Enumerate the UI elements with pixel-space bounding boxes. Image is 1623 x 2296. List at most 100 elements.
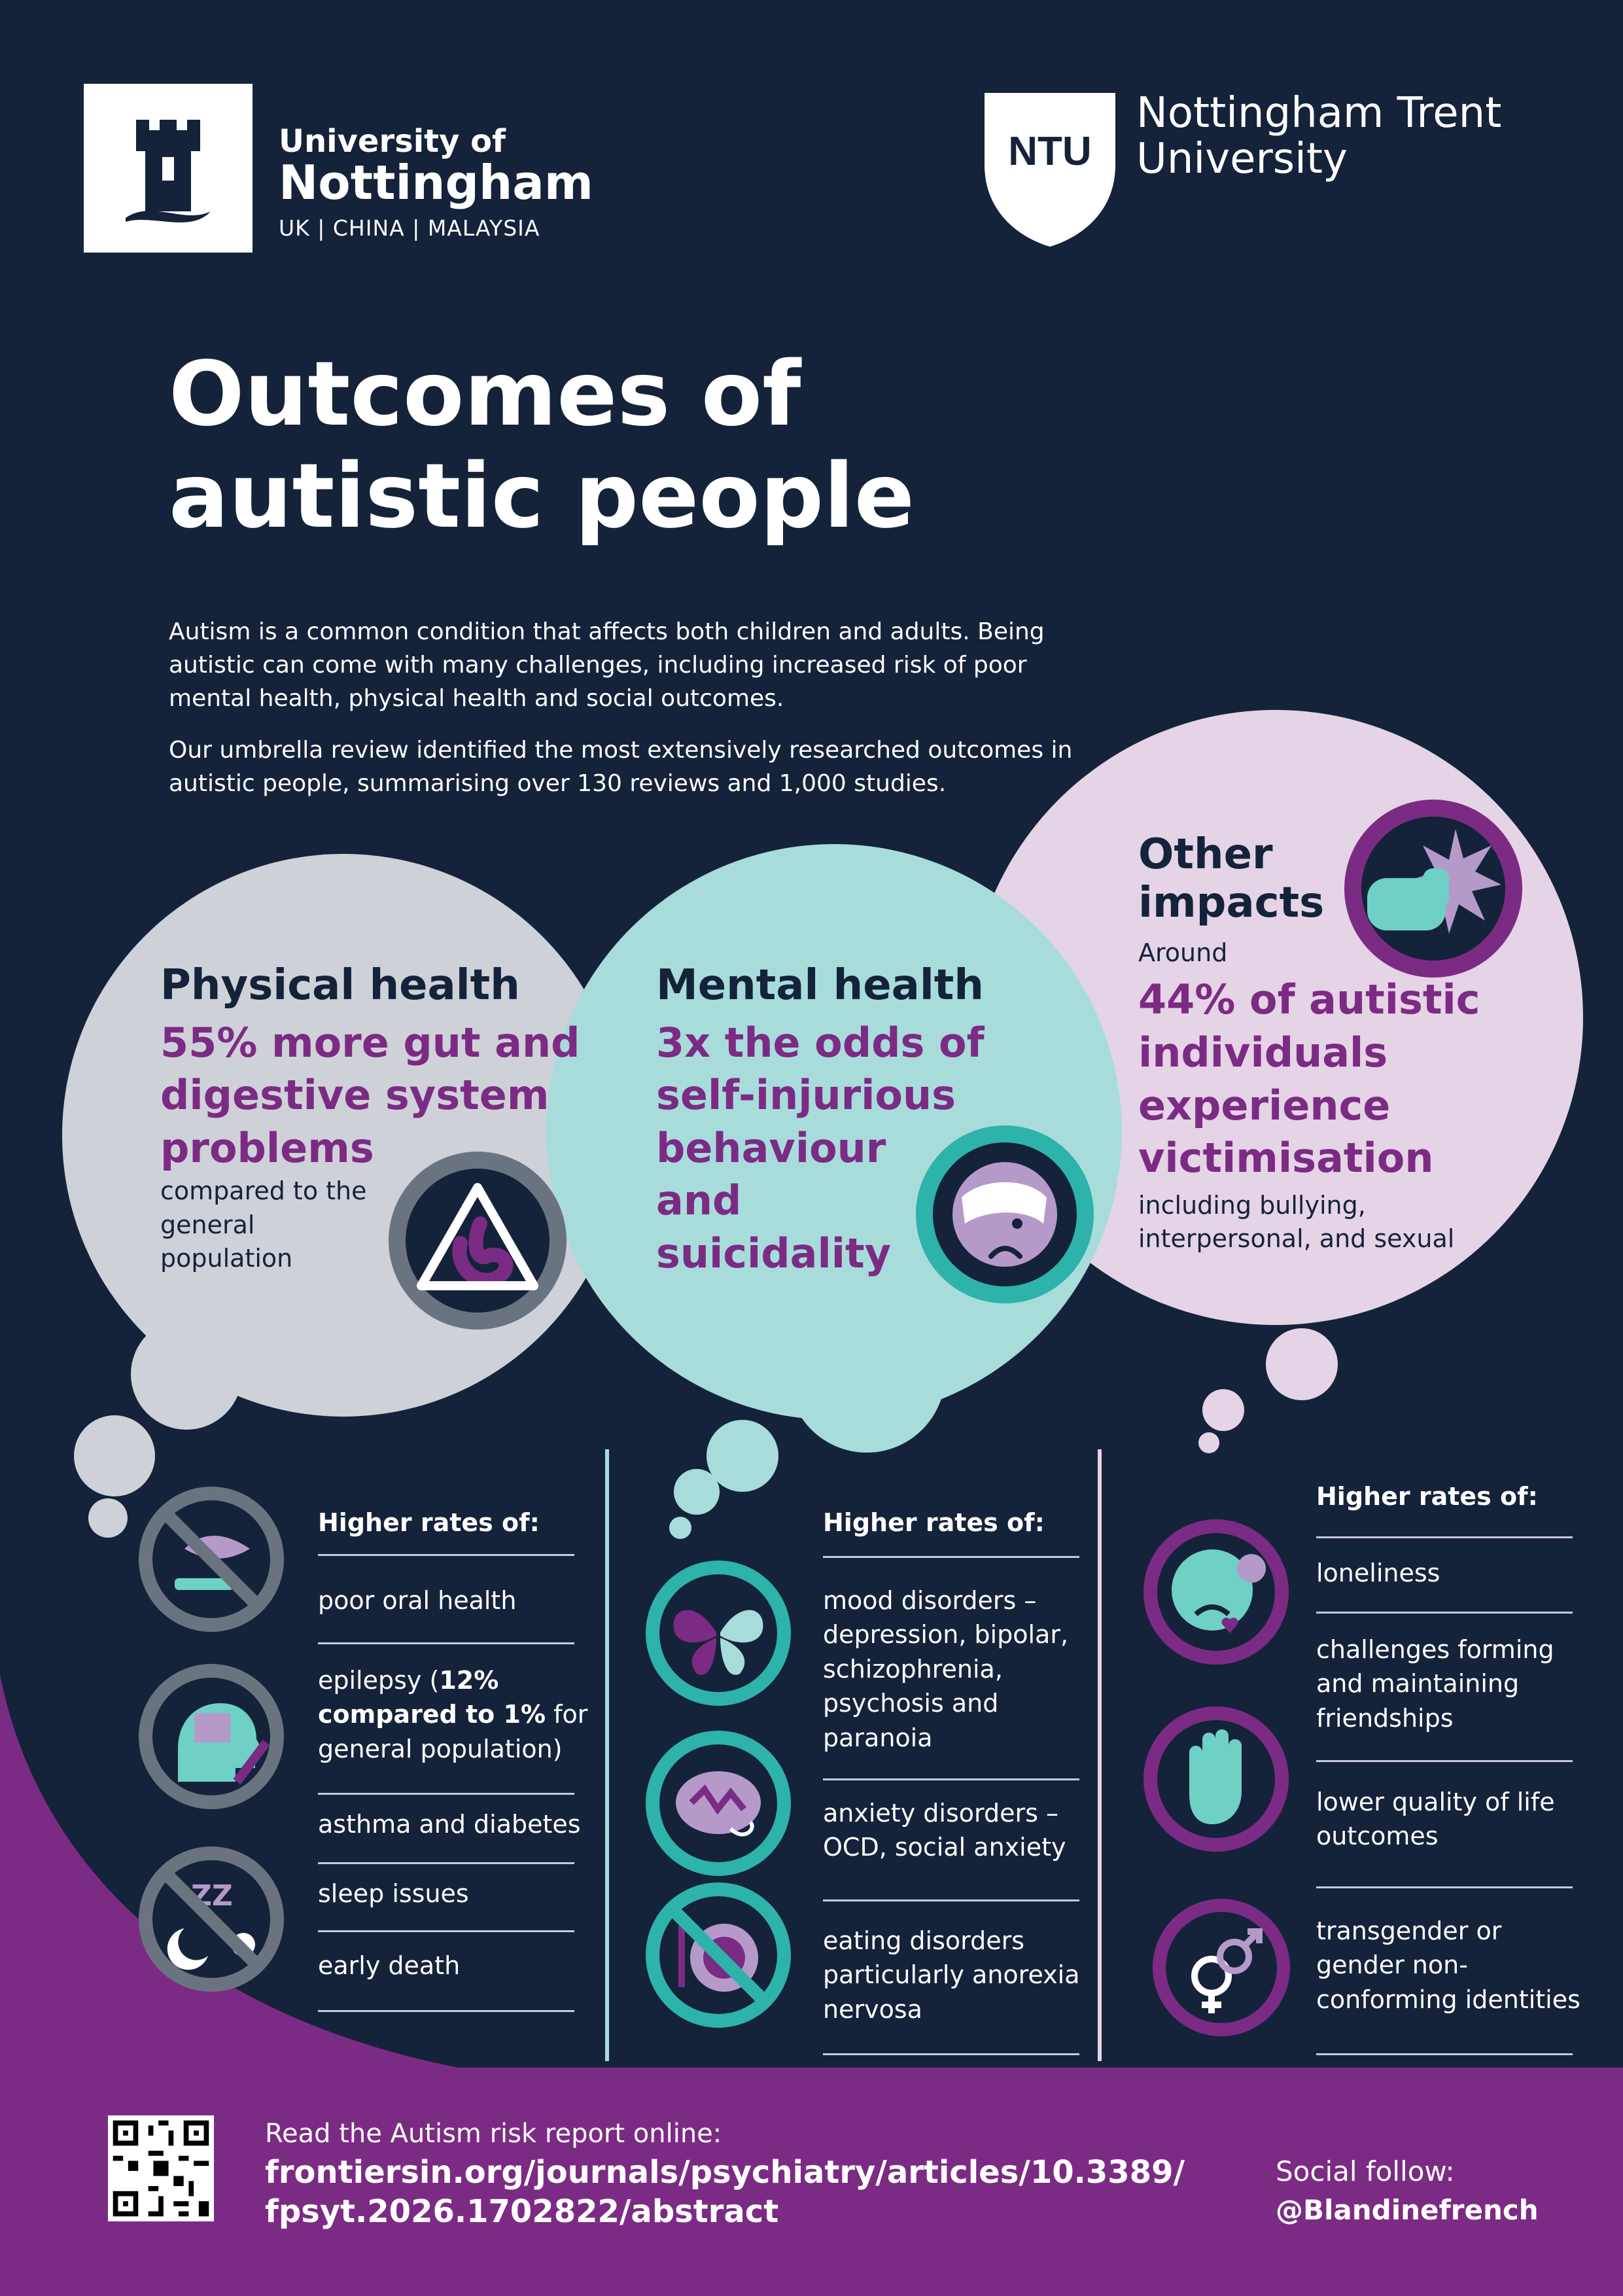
brain-icon [646, 1731, 791, 1876]
item-line: outcomes [1316, 1822, 1439, 1851]
item-line: and maintaining [1316, 1669, 1520, 1699]
sub-line: population [160, 1243, 293, 1273]
item-line: transgender or [1316, 1916, 1502, 1945]
uon-line2: Nottingham [279, 154, 593, 210]
report-url-line2[interactable]: fpsyt.2026.1702822/abstract [265, 2193, 779, 2230]
stat-line: experience [1138, 1081, 1391, 1129]
report-url-line1[interactable]: frontiersin.org/journals/psychiatry/arti… [265, 2154, 1185, 2191]
mental-health-bubble: Mental health 3x the odds of self-injuri… [656, 961, 1049, 1280]
item-line: psychosis and [823, 1689, 999, 1718]
no-teeth-icon [139, 1487, 284, 1632]
item-line: friendships [1316, 1703, 1454, 1733]
physical-list-heading: Higher rates of: [318, 1508, 540, 1537]
sub-line: general [160, 1210, 255, 1239]
ntu-line1: Nottingham Trent [1136, 89, 1502, 137]
list-item-quality-of-life: lower quality of life outcomes [1316, 1785, 1555, 1854]
no-sleep-icon: ZZ [139, 1846, 284, 1992]
epilepsy-stat: 12% [439, 1666, 499, 1695]
social-follow: Social follow: @Blandinefrench [1276, 2153, 1539, 2230]
epilepsy-head-icon [139, 1664, 284, 1809]
physical-health-title: Physical health [160, 961, 520, 1010]
item-line: OCD, social anxiety [823, 1833, 1066, 1862]
list-item-friendships: challenges forming and maintaining frien… [1316, 1633, 1554, 1735]
stat-line: 55% more gut and [160, 1018, 580, 1067]
sub-line: compared to the [160, 1176, 367, 1206]
item-line: schizophrenia, [823, 1654, 1003, 1684]
divider [1316, 1612, 1573, 1614]
uon-logo-box [84, 84, 253, 253]
ntu-badge-text: NTU [1008, 129, 1091, 174]
divider [318, 1930, 574, 1932]
list-item-asthma: asthma and diabetes [318, 1810, 581, 1839]
report-link[interactable]: frontiersin.org/journals/psychiatry/arti… [265, 2153, 1185, 2231]
list-item-eating-disorders: eating disorders particularly anorexia n… [823, 1924, 1080, 2026]
stat-line: suicidality [656, 1229, 892, 1277]
item-line: challenges forming [1316, 1635, 1554, 1664]
uon-campuses: UK | CHINA | MALAYSIA [279, 215, 540, 241]
epilepsy-comparison: compared to 1% [318, 1700, 546, 1729]
divider [1316, 1886, 1573, 1888]
list-item-oral-health: poor oral health [318, 1586, 517, 1615]
report-read-label: Read the Autism risk report online: [265, 2119, 722, 2149]
physical-health-stat: 55% more gut and digestive system proble… [160, 1017, 585, 1175]
gender-symbols-icon [1153, 1899, 1290, 2036]
other-impacts-stat: 44% of autistic individuals experience v… [1138, 974, 1544, 1184]
divider [1316, 1760, 1573, 1762]
other-impacts-subtext: including bullying, interpersonal, and s… [1138, 1189, 1544, 1256]
list-item-gender-identity: transgender or gender non- conforming id… [1316, 1914, 1580, 2017]
item-line: eating disorders [823, 1926, 1025, 1955]
epilepsy-text: for [546, 1700, 588, 1729]
other-impacts-around: Around [1138, 938, 1228, 968]
title-line: impacts [1138, 878, 1325, 927]
list-item-sleep: sleep issues [318, 1879, 469, 1908]
item-line: conforming identities [1316, 1985, 1580, 2014]
divider [318, 1554, 574, 1556]
divider [823, 2053, 1079, 2055]
title-line: Other [1138, 830, 1273, 879]
mental-health-title: Mental health [656, 961, 984, 1010]
list-item-mood-disorders: mood disorders – depression, bipolar, sc… [823, 1583, 1068, 1755]
fist-impact-icon [1344, 800, 1522, 978]
epilepsy-text: epilepsy ( [318, 1666, 440, 1695]
stat-line: behaviour [656, 1123, 886, 1172]
stat-line: 3x the odds of [656, 1018, 985, 1067]
mental-list-heading: Higher rates of: [823, 1508, 1045, 1537]
list-item-loneliness: loneliness [1316, 1559, 1440, 1587]
uon-line1: University of [279, 123, 506, 160]
social-label: Social follow: [1276, 2155, 1455, 2187]
intro-text: Autism is a common condition that affect… [169, 615, 1085, 819]
ntu-shield-logo: NTU [985, 93, 1115, 247]
other-impacts-bubble: Other impacts Around 44% of autistic ind… [1138, 830, 1544, 1256]
intro-paragraph-2: Our umbrella review identified the most … [169, 737, 1073, 798]
item-line: lower quality of life [1316, 1788, 1555, 1816]
stat-line: victimisation [1138, 1134, 1434, 1182]
title-line2: autistic people [169, 445, 915, 549]
list-item-anxiety-disorders: anxiety disorders – OCD, social anxiety [823, 1796, 1066, 1865]
uon-wordmark: University of Nottingham UK | CHINA | MA… [279, 124, 593, 241]
qr-code-icon[interactable] [108, 2115, 214, 2221]
list-item-early-death: early death [318, 1951, 461, 1980]
item-line: nervosa [823, 1994, 922, 2024]
item-line: anxiety disorders – [823, 1799, 1058, 1828]
stat-line: 44% of autistic [1138, 976, 1480, 1024]
page-title: Outcomes of autistic people [169, 344, 915, 548]
item-line: paranoia [823, 1723, 933, 1752]
sub-line: including bullying, [1138, 1190, 1366, 1220]
stat-line: individuals [1138, 1029, 1388, 1077]
other-list-heading: Higher rates of: [1316, 1482, 1538, 1511]
physical-health-bubble: Physical health 55% more gut and digesti… [160, 961, 585, 1275]
social-handle-link[interactable]: @Blandinefrench [1276, 2193, 1539, 2226]
sub-line: interpersonal, and sexual [1138, 1224, 1455, 1254]
stat-line: self-injurious [656, 1071, 956, 1120]
stat-line: digestive system [160, 1071, 550, 1120]
divider [318, 1862, 574, 1864]
item-line: particularly anorexia [823, 1960, 1080, 1990]
title-line1: Outcomes of [169, 343, 801, 446]
divider [318, 1793, 574, 1795]
divider [318, 1642, 574, 1644]
divider [1316, 2053, 1573, 2055]
no-eating-icon [646, 1882, 791, 2028]
physical-health-subtext: compared to the general population [160, 1174, 585, 1275]
item-line: depression, bipolar, [823, 1620, 1069, 1650]
